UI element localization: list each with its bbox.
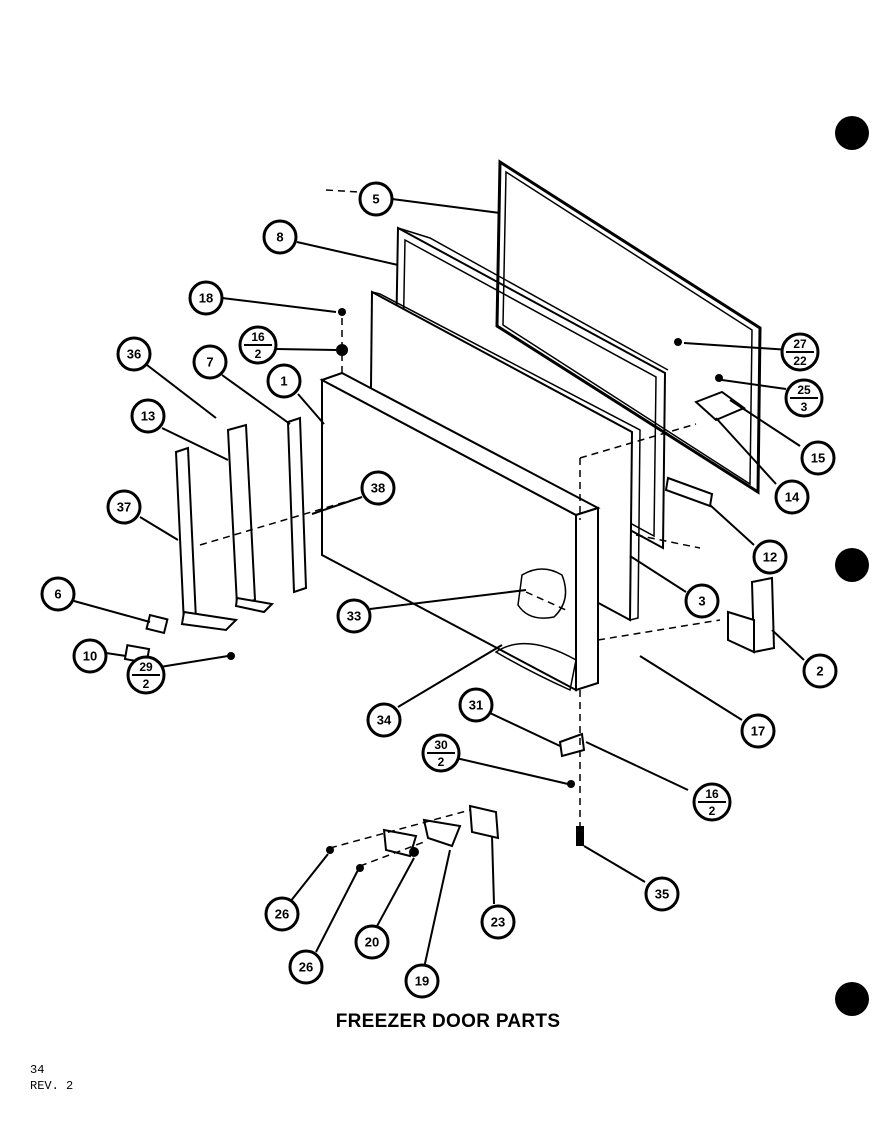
callout-13: 13 [130, 398, 166, 434]
callout-33-label: 33 [347, 609, 361, 624]
callout-30-2-den: 2 [438, 755, 445, 769]
callout-7: 7 [192, 344, 228, 380]
callout-37: 37 [106, 489, 142, 525]
callout-25-3: 25 3 [784, 378, 824, 418]
callout-23: 23 [480, 904, 516, 940]
trim-strip-part [664, 476, 714, 508]
callout-12-label: 12 [763, 550, 777, 565]
binder-hole-middle [835, 548, 869, 582]
callout-25-3-den: 3 [801, 400, 808, 414]
callout-29-2-num: 29 [139, 660, 153, 674]
callout-23-label: 23 [491, 915, 505, 930]
callout-18: 18 [188, 280, 224, 316]
callout-13-label: 13 [141, 409, 155, 424]
door-gasket-part [495, 159, 762, 495]
callout-19-label: 19 [415, 974, 429, 989]
callout-29-2: 29 2 [126, 655, 166, 695]
callout-26-lower-label: 26 [299, 960, 313, 975]
callout-16-2-top-num: 16 [251, 330, 265, 344]
callout-15: 15 [800, 440, 836, 476]
callout-27-22: 27 22 [780, 332, 820, 372]
callout-3: 3 [684, 583, 720, 619]
callout-6: 6 [40, 576, 76, 612]
door-outer-panel-part [319, 371, 601, 692]
diagram-title: FREEZER DOOR PARTS [335, 1011, 561, 1032]
callout-38: 38 [360, 470, 396, 506]
callout-16-2-bottom: 16 2 [692, 782, 732, 822]
screw-29 [227, 652, 235, 660]
callout-19: 19 [404, 963, 440, 999]
callout-33: 33 [336, 598, 372, 634]
callout-10-label: 10 [83, 649, 97, 664]
callout-29-2-den: 2 [143, 677, 150, 691]
callout-27-22-num: 27 [793, 337, 807, 351]
callout-2-label: 2 [816, 664, 823, 679]
revision-label: REV. 2 [30, 1079, 74, 1093]
assembly-lines [199, 189, 721, 867]
callout-31-label: 31 [469, 698, 483, 713]
callout-14: 14 [774, 479, 810, 515]
callout-10: 10 [72, 638, 108, 674]
callout-36-label: 36 [127, 347, 141, 362]
callout-37-label: 37 [117, 500, 131, 515]
callout-1: 1 [266, 363, 302, 399]
callout-15-label: 15 [811, 451, 825, 466]
hinge-plate-part [674, 338, 747, 422]
callout-26-upper: 26 [264, 896, 300, 932]
callout-38-label: 38 [371, 481, 385, 496]
callout-5-label: 5 [372, 192, 379, 207]
left-bracket-part [174, 446, 239, 632]
callout-20-label: 20 [365, 935, 379, 950]
callout-26-upper-label: 26 [275, 907, 289, 922]
callout-34: 34 [366, 702, 402, 738]
callout-25-3-num: 25 [797, 383, 811, 397]
washer-16-top [336, 344, 348, 356]
binder-hole-top [835, 116, 869, 150]
callout-35-label: 35 [655, 887, 669, 902]
callout-2: 2 [802, 653, 838, 689]
leader-lines [73, 198, 805, 969]
spacer-part [145, 613, 169, 635]
callout-12: 12 [752, 539, 788, 575]
callout-17: 17 [740, 713, 776, 749]
callout-14-label: 14 [785, 490, 800, 505]
callout-16-2-bottom-den: 2 [709, 804, 716, 818]
callout-6-label: 6 [54, 587, 61, 602]
callout-16-2-top: 16 2 [238, 325, 278, 365]
callout-17-label: 17 [751, 724, 765, 739]
callout-5: 5 [358, 181, 394, 217]
callout-30-2: 30 2 [421, 733, 461, 773]
binder-hole-bottom [835, 982, 869, 1016]
callout-7-label: 7 [206, 355, 213, 370]
lower-hinge-group [326, 732, 586, 872]
callout-18-label: 18 [199, 291, 213, 306]
callout-16-2-bottom-num: 16 [705, 787, 719, 801]
callout-35: 35 [644, 876, 680, 912]
callout-30-2-num: 30 [434, 738, 448, 752]
callout-20: 20 [354, 924, 390, 960]
callout-34-label: 34 [377, 713, 392, 728]
callout-3-label: 3 [698, 594, 705, 609]
callout-8: 8 [262, 219, 298, 255]
screw-18 [338, 308, 346, 316]
callout-36: 36 [116, 336, 152, 372]
page-number: 34 [30, 1063, 45, 1077]
hinge-bracket-part [226, 423, 275, 614]
callout-26-lower: 26 [288, 949, 324, 985]
callout-27-22-den: 22 [793, 354, 807, 368]
callout-16-2-top-den: 2 [255, 347, 262, 361]
callout-31: 31 [458, 687, 494, 723]
support-strip-part [286, 416, 308, 594]
corner-bracket-part [727, 576, 776, 654]
callout-8-label: 8 [276, 230, 283, 245]
callout-1-label: 1 [280, 374, 287, 389]
